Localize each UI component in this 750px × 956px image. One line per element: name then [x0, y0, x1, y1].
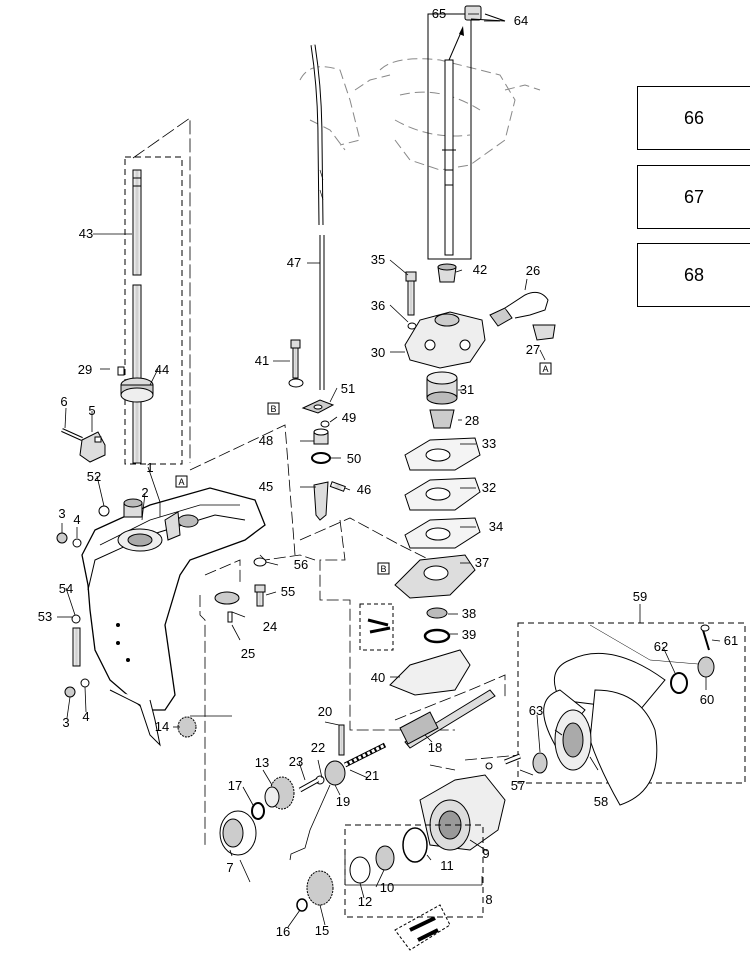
gearcase-housing [81, 487, 266, 747]
reference-marker-b1: B [267, 402, 280, 415]
part-label-11: 11 [440, 858, 454, 873]
assembly-guide-lines [189, 424, 521, 845]
part-label-50: 50 [347, 451, 361, 466]
part-label-43: 43 [79, 226, 93, 241]
callout-box-68-label: 68 [683, 264, 705, 285]
part-label-10: 10 [380, 880, 394, 895]
part-label-28: 28 [465, 413, 479, 428]
svg-text:A: A [542, 364, 548, 374]
svg-text:B: B [270, 404, 276, 414]
part-label-65: 65 [432, 6, 446, 21]
water-pump-assembly [359, 263, 556, 696]
part-label-29: 29 [78, 362, 92, 377]
part-label-31: 31 [460, 382, 474, 397]
callout-box-66-label: 66 [683, 107, 705, 128]
reference-marker-a2: A [539, 362, 552, 375]
part-label-21: 21 [365, 768, 379, 783]
part-label-9: 9 [482, 846, 489, 861]
part-label-3a: 3 [58, 506, 65, 521]
part-label-64: 64 [514, 13, 528, 28]
part-label-51: 51 [341, 381, 355, 396]
powerhead-ghost-outline [299, 58, 541, 171]
leader-lines [57, 13, 721, 928]
part-label-4b: 4 [82, 709, 89, 724]
part-label-52: 52 [87, 469, 101, 484]
part-label-59: 59 [633, 589, 647, 604]
part-label-34: 34 [489, 519, 503, 534]
part-label-3b: 3 [62, 715, 69, 730]
reference-marker-b2: B [377, 562, 390, 575]
part-label-1: 1 [146, 460, 153, 475]
part-label-17: 17 [228, 778, 242, 793]
shift-components [301, 399, 346, 521]
part-label-16: 16 [276, 924, 290, 939]
part-label-23: 23 [289, 754, 303, 769]
part-label-63: 63 [529, 703, 543, 718]
part-label-36: 36 [371, 298, 385, 313]
part-label-22: 22 [311, 740, 325, 755]
part-label-42: 42 [473, 262, 487, 277]
part-label-62: 62 [654, 639, 668, 654]
part-label-5: 5 [88, 403, 95, 418]
part-label-35: 35 [371, 252, 385, 267]
part-label-54: 54 [59, 581, 73, 596]
part-label-13: 13 [255, 755, 269, 770]
bolts [253, 339, 304, 607]
driveshaft-assembly-43 [117, 117, 191, 465]
part-label-61: 61 [724, 633, 738, 648]
part-label-33: 33 [482, 436, 496, 451]
part-label-48: 48 [259, 433, 273, 448]
part-label-44: 44 [155, 362, 169, 377]
part-label-55: 55 [281, 584, 295, 599]
part-label-47: 47 [287, 255, 301, 270]
part-label-26: 26 [526, 263, 540, 278]
part-label-7: 7 [226, 860, 233, 875]
reference-marker-a1: A [175, 475, 188, 488]
part-label-12: 12 [358, 894, 372, 909]
part-label-46: 46 [357, 482, 371, 497]
part-label-60: 60 [700, 692, 714, 707]
shift-rod [310, 44, 325, 390]
part-label-6: 6 [60, 394, 67, 409]
part-label-14: 14 [155, 719, 169, 734]
callout-box-68: 68 [637, 243, 750, 307]
part-label-57: 57 [511, 778, 525, 793]
part-label-25: 25 [241, 646, 255, 661]
part-labels: 1 2 3 4 3 4 5 6 7 8 9 10 11 12 13 14 15 … [38, 6, 738, 939]
part-label-53: 53 [38, 609, 52, 624]
part-label-30: 30 [371, 345, 385, 360]
part-label-4a: 4 [73, 512, 80, 527]
driveshaft-upper-assembly [427, 5, 506, 260]
part-label-24: 24 [263, 619, 277, 634]
part-label-20: 20 [318, 704, 332, 719]
callout-box-67-label: 67 [683, 186, 705, 207]
part-label-37: 37 [475, 555, 489, 570]
svg-text:A: A [178, 477, 184, 487]
part-label-38: 38 [462, 606, 476, 621]
part-label-8: 8 [485, 892, 492, 907]
part-label-39: 39 [462, 627, 476, 642]
callout-box-66: 66 [637, 86, 750, 150]
propeller-assembly [485, 622, 746, 806]
part-label-18: 18 [428, 740, 442, 755]
part-label-56: 56 [294, 557, 308, 572]
svg-text:B: B [380, 564, 386, 574]
part-label-58: 58 [594, 794, 608, 809]
part-label-49: 49 [342, 410, 356, 425]
callout-box-67: 67 [637, 165, 750, 229]
part-label-45: 45 [259, 479, 273, 494]
part-label-19: 19 [336, 794, 350, 809]
part-label-27: 27 [526, 342, 540, 357]
part-label-15: 15 [315, 923, 329, 938]
part-label-41: 41 [255, 353, 269, 368]
part-label-40: 40 [371, 670, 385, 685]
part-label-2: 2 [141, 485, 148, 500]
part-label-32: 32 [482, 480, 496, 495]
bearing-carrier-assembly [296, 774, 506, 951]
